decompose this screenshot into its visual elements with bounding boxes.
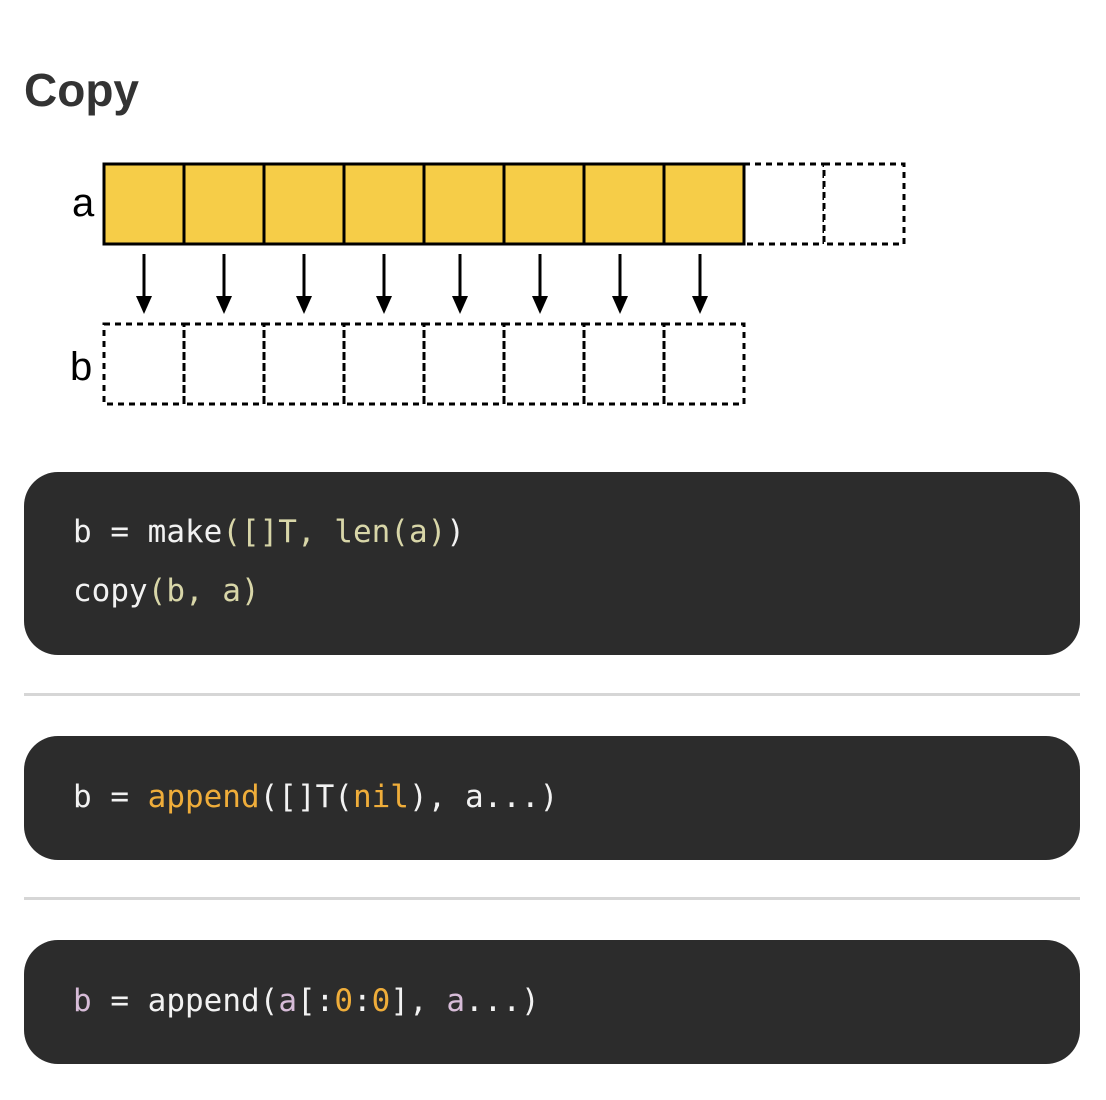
code-token: ], [390, 983, 447, 1019]
page-title: Copy [24, 64, 139, 116]
code-token: 0 [334, 983, 353, 1019]
down-arrow-icon [692, 254, 708, 314]
code-token: a [278, 983, 297, 1019]
down-arrow-icon [216, 254, 232, 314]
code-token: ([]T( [259, 779, 353, 815]
arrow-head [216, 296, 232, 314]
dest-empty-cell [262, 322, 346, 406]
source-empty-cell [742, 162, 826, 246]
divider [24, 897, 1080, 900]
source-filled-cell [262, 162, 346, 246]
arrow-head [296, 296, 312, 314]
arrow-head [692, 296, 708, 314]
divider [24, 693, 1080, 696]
code-token: b = [73, 779, 148, 815]
code-block-append-slice: b = append(a[:0:0], a...) [24, 940, 1080, 1064]
code-token: b [73, 983, 92, 1019]
code-block-make-copy: b = make([]T, len(a)) copy(b, a) [24, 472, 1080, 655]
code-line: b = make([]T, len(a)) [73, 503, 1080, 562]
dest-empty-cell [422, 322, 506, 406]
source-filled-cell [662, 162, 746, 246]
dest-empty-cell [182, 322, 266, 406]
arrow-head [532, 296, 548, 314]
code-token: ) [446, 514, 465, 550]
copy-arrows [136, 254, 708, 314]
code-token: ...) [465, 983, 540, 1019]
down-arrow-icon [296, 254, 312, 314]
source-filled-cell [342, 162, 426, 246]
code-line: copy(b, a) [73, 562, 1080, 621]
code-token: b = make [73, 514, 223, 550]
code-token: copy [73, 573, 148, 609]
down-arrow-icon [376, 254, 392, 314]
code-token: (a) [390, 514, 447, 550]
dest-empty-cell [662, 322, 746, 406]
code-token: a [446, 983, 465, 1019]
down-arrow-icon [532, 254, 548, 314]
dest-empty-cell [342, 322, 426, 406]
code-token: 0 [371, 983, 391, 1019]
source-filled-cell [502, 162, 586, 246]
code-block-append-nil: b = append([]T(nil), a...) [24, 736, 1080, 860]
source-filled-cell [102, 162, 186, 246]
code-line: b = append([]T(nil), a...) [73, 768, 1080, 827]
code-token: : [352, 983, 372, 1019]
down-arrow-icon [452, 254, 468, 314]
down-arrow-icon [136, 254, 152, 314]
arrow-head [452, 296, 468, 314]
code-token: = append( [91, 983, 279, 1019]
code-token: ), a...) [408, 779, 559, 815]
dest-slice-label: b [70, 345, 92, 389]
dest-empty-cell [582, 322, 666, 406]
dest-slice-cells [102, 322, 746, 406]
source-filled-cell [182, 162, 266, 246]
dest-empty-cell [502, 322, 586, 406]
source-filled-cell [582, 162, 666, 246]
down-arrow-icon [612, 254, 628, 314]
source-slice-label: a [72, 181, 95, 225]
code-token: (b, a) [147, 573, 260, 609]
arrow-head [376, 296, 392, 314]
code-line: b = append(a[:0:0], a...) [73, 972, 1080, 1031]
source-empty-cell [822, 162, 906, 246]
source-filled-cell [422, 162, 506, 246]
code-token: append [147, 779, 260, 815]
arrow-head [136, 296, 152, 314]
code-token: nil [352, 779, 409, 815]
source-slice-cells [102, 162, 906, 246]
code-token: [: [296, 983, 335, 1019]
code-token: ([]T, [222, 514, 335, 550]
copy-diagram: a b [70, 162, 906, 406]
dest-empty-cell [102, 322, 186, 406]
code-token: len [334, 514, 391, 550]
arrow-head [612, 296, 628, 314]
